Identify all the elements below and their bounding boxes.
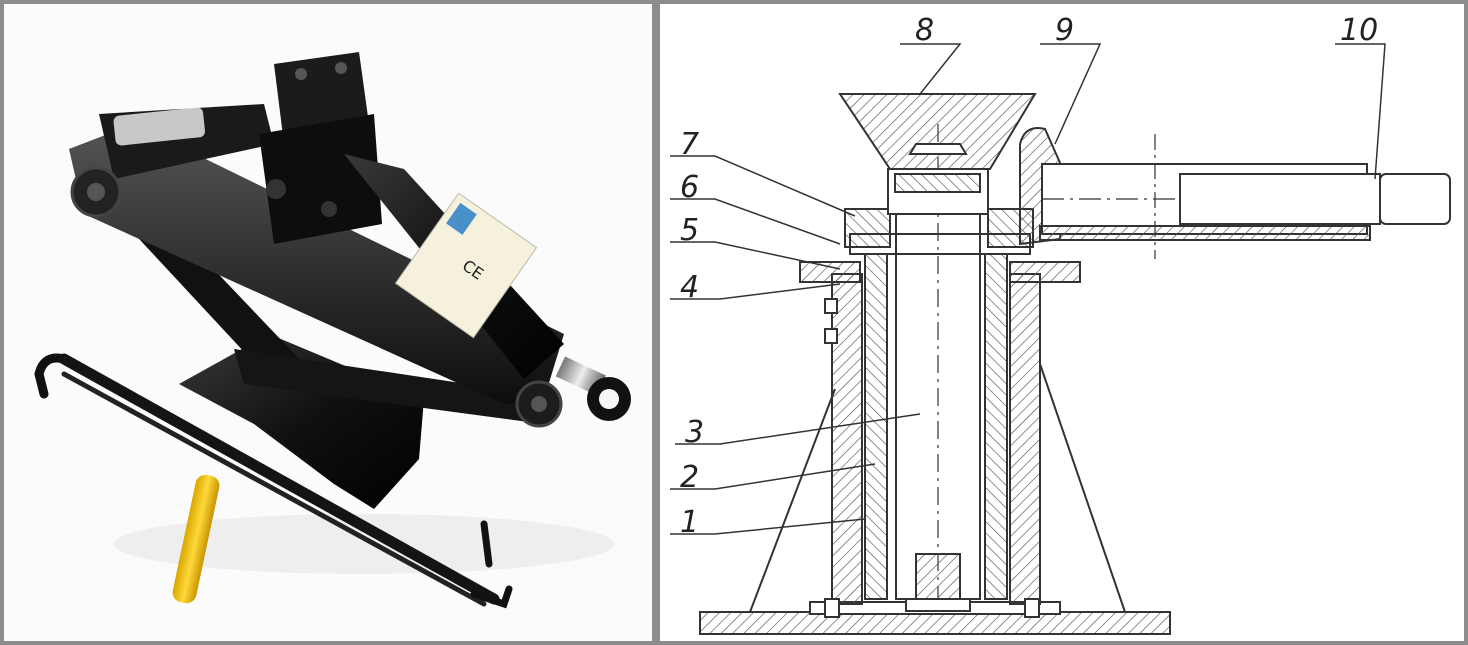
label-sticker: CE	[394, 192, 538, 339]
jack-section-drawing-panel: 1 2 3 4 5 6 7 8 9 10	[660, 4, 1464, 641]
crank-end-fork	[470, 520, 513, 609]
callout-10: 10	[1340, 13, 1378, 48]
sleeve-right	[984, 253, 1008, 600]
callout-5: 5	[680, 213, 699, 248]
leader-2	[670, 463, 876, 490]
callout-7: 7	[680, 127, 699, 162]
callout-8: 8	[915, 13, 934, 48]
housing-right-flank	[1039, 363, 1126, 613]
sleeve-left	[864, 253, 888, 600]
lower-arm-right	[234, 349, 544, 424]
flange-right	[1009, 261, 1081, 283]
scissor-jack-photo-panel: CE	[4, 4, 652, 641]
flange-left	[799, 261, 861, 283]
leader-4	[670, 283, 841, 300]
leader-1	[670, 518, 866, 535]
scissor-jack-illustration: CE	[34, 52, 631, 609]
callout-2: 2	[680, 460, 699, 495]
screw-jack-section-drawing: 1 2 3 4 5 6 7 8 9 10	[670, 13, 1451, 635]
leader-3	[675, 413, 921, 445]
callout-9: 9	[1055, 13, 1074, 48]
callout-6: 6	[680, 170, 699, 205]
callout-1: 1	[680, 505, 699, 540]
leader-8	[900, 43, 962, 95]
crank-grip	[172, 474, 220, 604]
crank-rod	[58, 353, 500, 605]
crank-hook	[34, 353, 69, 399]
housing-left-flank	[749, 388, 836, 613]
leader-5	[670, 241, 841, 270]
leader-9	[1040, 43, 1102, 145]
pivot-top	[266, 179, 286, 199]
leader-6	[670, 198, 841, 245]
upper-arm-long	[69, 124, 564, 404]
base-plate	[699, 611, 1171, 635]
body-right-wall	[1009, 273, 1041, 605]
top-highlight	[113, 107, 206, 146]
body-left-wall	[831, 273, 863, 605]
leader-10	[1335, 43, 1386, 180]
callout-4: 4	[680, 270, 699, 305]
support-head	[838, 93, 1037, 170]
leader-7	[670, 155, 856, 217]
callout-3: 3	[685, 415, 704, 450]
